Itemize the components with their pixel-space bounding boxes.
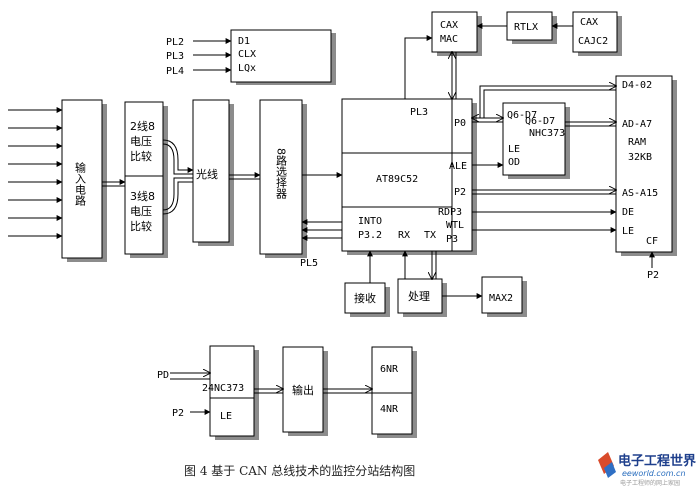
latch-le: LE (508, 144, 520, 155)
can-mac-line1: CAX (440, 20, 458, 31)
input-circuit-label: 输入电路 (74, 161, 87, 207)
mcu-ale: ALE (449, 161, 467, 172)
compare3-line1: 3线8 (130, 189, 155, 203)
optical-label: 光线 (196, 167, 218, 181)
ram-as: AS-A15 (622, 188, 658, 199)
transceiver-line1: CAX (580, 17, 598, 28)
output-box (282, 346, 324, 433)
receive-label: 接收 (354, 291, 376, 305)
label-pl4: PL4 (166, 66, 184, 77)
compare2-line2: 电压 (130, 135, 152, 148)
relay-6nr: 6NR (380, 364, 399, 375)
latch-lqx: LQx (238, 63, 256, 74)
chip-24nc373: 24NC373 (202, 383, 244, 394)
process-box (397, 278, 443, 314)
process-label: 处理 (408, 290, 430, 303)
ram-cf: CF (646, 236, 658, 247)
selector-label: 8路选择器 (275, 148, 288, 200)
ram-name: RAM (628, 137, 646, 148)
label-p2-ram: P2 (647, 270, 659, 281)
relay-box (371, 346, 413, 435)
mcu-p32: P3.2 (358, 230, 382, 241)
mcu-name: AT89C52 (376, 174, 418, 185)
site-logo: 电子工程世界 eeworld.com.cn 电子工程师的网上家园 (598, 452, 696, 487)
latch-d1-box (230, 29, 332, 83)
compare2-line3: 比较 (130, 149, 152, 163)
can-transceiver-box (572, 11, 618, 53)
mcu-rx: RX (398, 230, 410, 241)
mcu-box (341, 98, 473, 252)
ram-size: 32KB (628, 152, 652, 163)
label-pd: PD (157, 370, 169, 381)
mcu-into: INTO (358, 216, 382, 227)
logo-slogan: 电子工程师的网上家园 (620, 479, 680, 487)
latch-d1: D1 (238, 36, 250, 47)
compare3-line2: 电压 (130, 205, 152, 218)
label-p2-bottom: P2 (172, 408, 184, 419)
latch-out-q: Q6-D7 (507, 110, 537, 121)
label-pl2: PL2 (166, 37, 184, 48)
compare2-line1: 2线8 (130, 119, 155, 133)
input-lines (8, 107, 63, 239)
logo-title: 电子工程世界 (618, 453, 696, 469)
compare3-line3: 比较 (130, 219, 152, 233)
ram-de: DE (622, 207, 634, 218)
output-label: 输出 (292, 383, 314, 397)
ram-d: D4-02 (622, 80, 652, 91)
latch-nhc373-box (502, 102, 566, 176)
receive-box (344, 282, 386, 314)
ram-le: LE (622, 226, 634, 237)
latch-in-q: Q6-D7 (525, 116, 555, 127)
latch-chip: NHC373 (529, 128, 565, 139)
voltage-compare-box (124, 101, 164, 255)
can-mac-line2: MAC (440, 34, 458, 45)
max2-box (481, 276, 523, 314)
input-circuit-box (61, 99, 103, 259)
transceiver-line2: CAJC2 (578, 36, 608, 47)
latch-24nc373-box (209, 345, 255, 437)
logo-url: eeworld.com.cn (622, 469, 686, 478)
mcu-p2: P2 (454, 187, 466, 198)
mcu-wtl: WTL (446, 220, 464, 231)
latch-clx: CLX (238, 49, 256, 60)
label-pl5: PL5 (300, 258, 318, 269)
max2-label: MAX2 (489, 293, 513, 304)
mcu-p3: P3 (446, 234, 458, 245)
can-mac-box (431, 11, 478, 53)
mcu-pl3: PL3 (410, 107, 428, 118)
latch-od: OD (508, 157, 520, 168)
ram-ad: AD-A7 (622, 119, 652, 130)
label-pl3: PL3 (166, 51, 184, 62)
mcu-p0: P0 (454, 118, 466, 129)
mcu-tx: TX (424, 230, 436, 241)
chip-le: LE (220, 411, 232, 422)
relay-4nr: 4NR (380, 404, 399, 415)
ram-box (615, 75, 673, 253)
rtlx-label: RTLX (514, 22, 538, 33)
mcu-rdp3: RDP3 (438, 207, 462, 218)
figure-caption: 图 4 基于 CAN 总线技术的监控分站结构图 (184, 463, 415, 478)
